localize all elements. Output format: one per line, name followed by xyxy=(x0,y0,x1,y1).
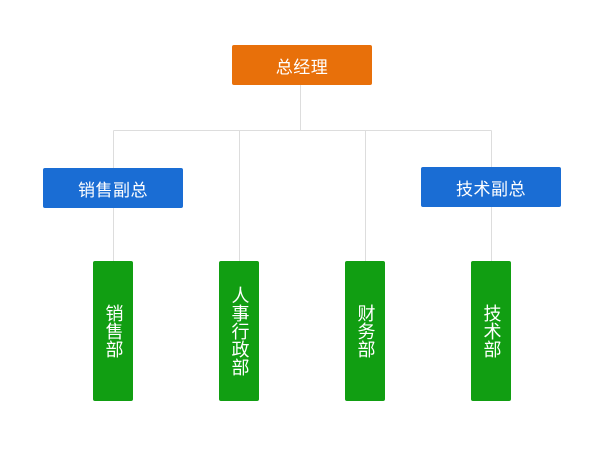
vp-sales-box: 销售副总 xyxy=(43,168,183,208)
department-hr-admin-box: 人事行政部 xyxy=(219,261,259,401)
department-tech-box: 技术部 xyxy=(471,261,511,401)
general-manager-box: 总经理 xyxy=(232,45,372,85)
department-sales-box: 销售部 xyxy=(93,261,133,401)
department-finance-box: 财务部 xyxy=(345,261,385,401)
vp-tech-box: 技术副总 xyxy=(421,167,561,207)
